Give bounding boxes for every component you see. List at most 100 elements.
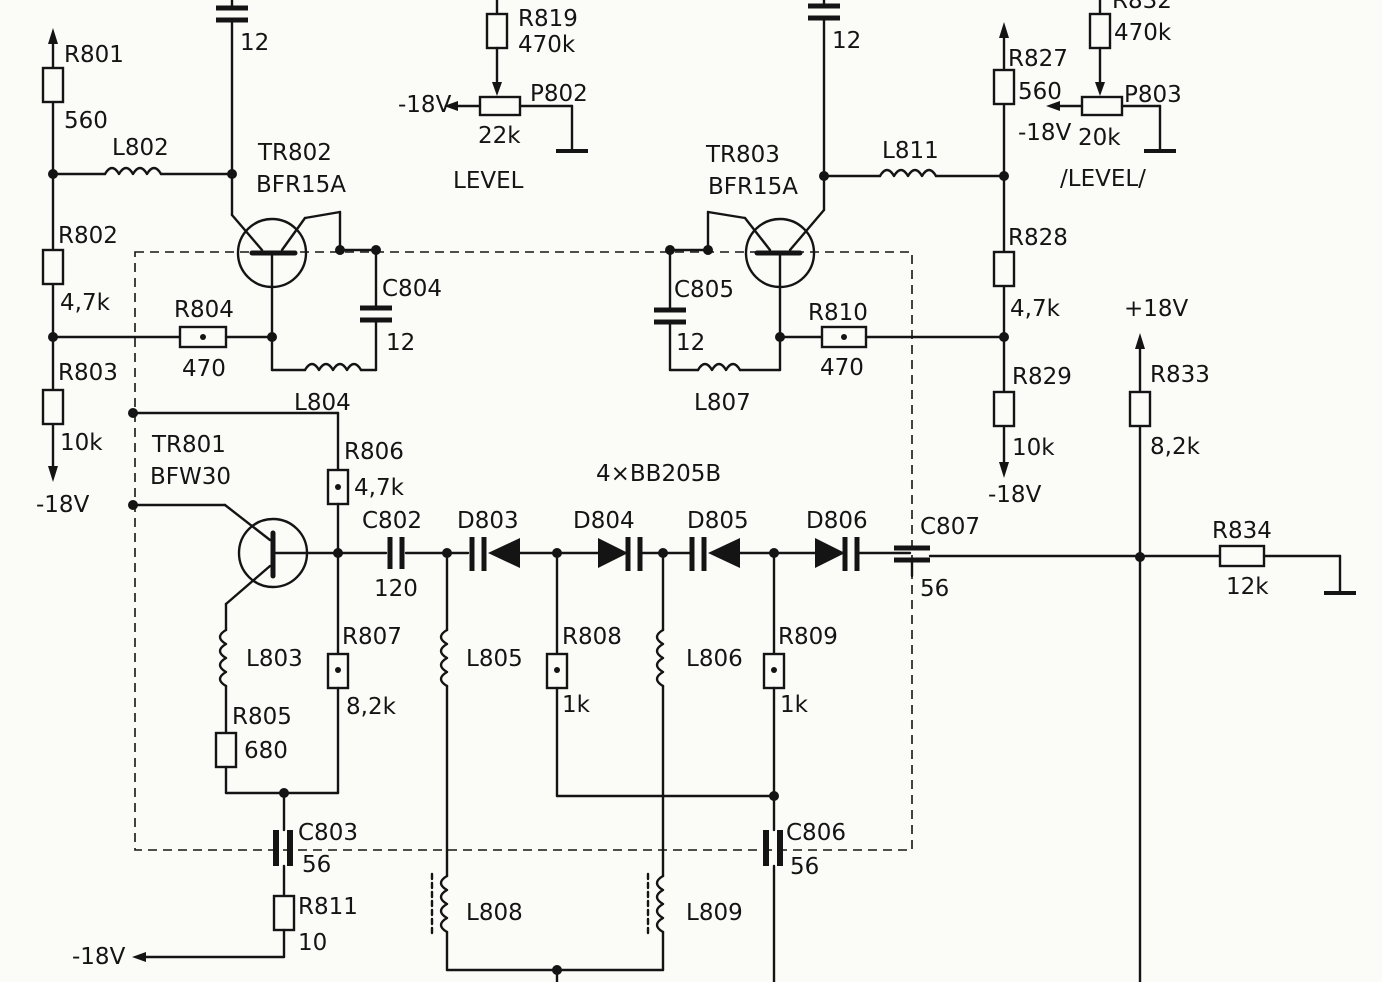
resistor-r809 [762,551,786,832]
label-c807: C807 [920,514,980,540]
label-d805: D805 [687,508,749,534]
label-r808-value: 1k [562,692,591,718]
resistor-r810 [778,325,1009,349]
label-r833: R833 [1150,362,1210,388]
capacitor-c807 [894,545,1222,578]
label-l808: L808 [466,900,523,926]
label-d803: D803 [457,508,519,534]
shield-enclosure [134,251,913,851]
resistor-r811 [132,894,296,962]
label-c803: C803 [298,820,358,846]
label-r806-value: 4,7k [354,475,405,501]
positive-rail-r833 [1128,333,1152,982]
resistor-r834 [1218,544,1356,595]
label-l809: L809 [686,900,743,926]
label-r803: R803 [58,360,118,386]
label-r801: R801 [64,42,124,68]
signal-line [336,537,470,569]
right-supply-rail [992,22,1016,478]
label-d804: D804 [573,508,635,534]
label-tr803: TR803 [705,142,780,168]
label-r809-value: 1k [780,692,809,718]
capacitor-c806 [763,830,783,982]
label-tr802-type: BFR15A [256,172,346,198]
label-r810: R810 [808,300,868,326]
label-top-cap1-value: 12 [240,30,269,56]
inductor-l802 [51,166,237,179]
label-r804-value: 470 [182,356,226,382]
diode-d803 [469,537,600,571]
inductor-l808 [430,872,665,982]
capacitor-c803 [273,791,293,898]
inductor-l805 [439,551,449,878]
label-tr801-type: BFW30 [150,464,231,490]
resistor-r804 [51,325,277,349]
label-diode-type: 4×BB205B [596,461,721,487]
label-level-bar: /LEVEL/ [1060,166,1146,192]
label-r811-value: 10 [298,930,327,956]
label-p802: P802 [530,81,588,107]
label-neg18v-bottom: -18V [72,944,126,970]
label-l807: L807 [694,390,751,416]
label-r801-value: 560 [64,108,108,134]
capacitor-c804 [360,248,392,372]
label-p803: P803 [1124,82,1182,108]
label-r802: R802 [58,223,118,249]
label-neg18v-left-rail: -18V [36,492,90,518]
potentiometer-p802 [444,0,588,153]
potentiometer-p803 [1046,0,1176,153]
label-r829-value: 10k [1012,435,1055,461]
label-d806: D806 [806,508,868,534]
label-tr802: TR802 [257,140,332,166]
label-tr801: TR801 [151,432,226,458]
label-neg18v-p802: -18V [398,92,452,118]
label-l803: L803 [246,646,303,672]
label-r804: R804 [174,297,234,323]
label-p802-value: 22k [478,123,521,149]
label-r805: R805 [232,704,292,730]
label-r834: R834 [1212,518,1272,544]
label-l804: L804 [294,390,351,416]
label-r810-value: 470 [820,355,864,381]
label-neg18v-right-rail: -18V [988,482,1042,508]
component-labels: R801 560 L802 TR802 BFR15A R802 4,7k R80… [36,0,1272,970]
transistor-tr803 [665,208,826,372]
label-top-cap2-value: 12 [832,28,861,54]
inductor-l806 [655,551,665,878]
label-r806: R806 [344,439,404,465]
inductor-l811 [822,168,1009,181]
label-r805-value: 680 [244,738,288,764]
diode-d804 [598,537,692,571]
label-r807-value: 8,2k [346,694,397,720]
label-r808: R808 [562,624,622,650]
transistor-tr802 [230,210,381,342]
label-level: LEVEL [453,168,524,194]
label-p803-value: 20k [1078,125,1121,151]
label-r811: R811 [298,894,358,920]
top-capacitor-2 [808,0,840,212]
label-r834-value: 12k [1226,574,1269,600]
inductor-l809 [646,872,665,972]
label-r828: R828 [1008,225,1068,251]
label-r807: R807 [342,624,402,650]
transistor-tr801 [128,408,340,632]
resistor-r807 [326,652,350,795]
label-c806-value: 56 [790,854,819,880]
diode-d806 [815,537,912,571]
capacitor-c805 [654,248,686,372]
label-l811: L811 [882,138,939,164]
label-r833-value: 8,2k [1150,434,1201,460]
label-r827: R827 [1008,46,1068,72]
label-r803-value: 10k [60,430,103,456]
resistor-r805 [214,731,340,798]
left-supply-rail [41,28,65,482]
label-l806: L806 [686,646,743,672]
top-capacitor-1 [216,0,248,217]
inductor-l804 [270,338,378,372]
label-c805-value: 12 [676,330,705,356]
label-r828-value: 4,7k [1010,296,1061,322]
label-l802: L802 [112,135,169,161]
label-pos18v: +18V [1124,296,1189,322]
label-neg18v-p803: -18V [1018,120,1072,146]
